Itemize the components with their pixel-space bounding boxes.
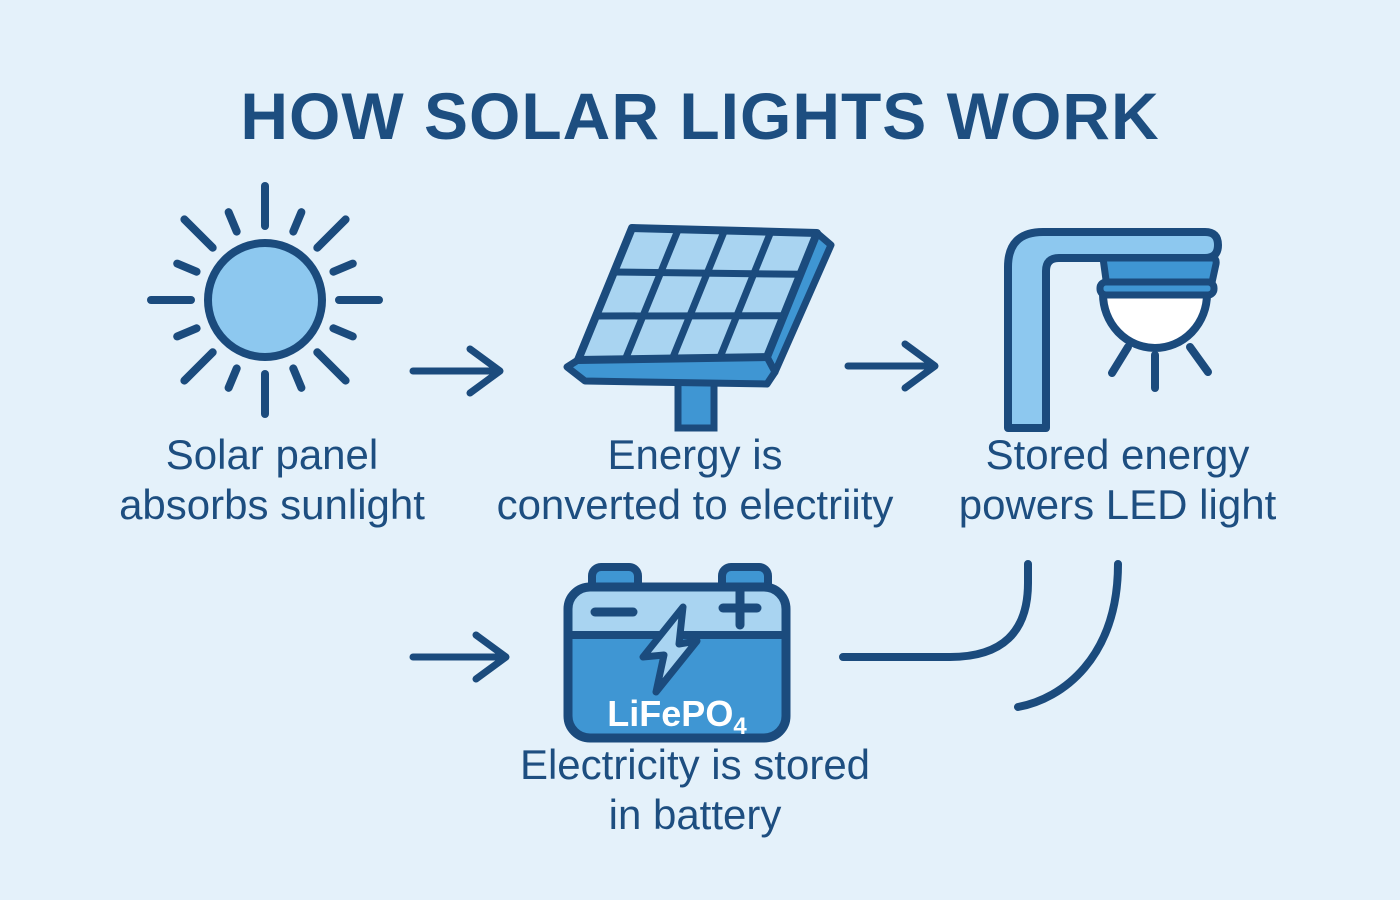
battery-label-text: LiFePO — [607, 693, 734, 734]
lamp-rim — [1096, 278, 1218, 299]
caption-line: absorbs sunlight — [119, 481, 425, 528]
battery-icon: LiFePO4 — [555, 550, 805, 760]
caption-line: Solar panel — [165, 431, 379, 478]
arrow-right-icon — [409, 345, 504, 397]
arrow-right-icon — [844, 340, 939, 392]
solar-panel-icon — [563, 224, 835, 432]
caption-line: converted to electriity — [496, 481, 894, 528]
battery-outline — [563, 582, 791, 743]
caption-line: in battery — [608, 791, 782, 838]
caption-energy-converted: Energy is converted to electriity — [470, 430, 920, 530]
wire-right — [1014, 560, 1122, 711]
caption-stored-energy: Stored energy powers LED light — [895, 430, 1340, 530]
sun-icon — [147, 182, 383, 418]
light-rays — [1108, 343, 1212, 392]
street-light-icon — [1004, 228, 1222, 432]
battery-lower-section — [568, 635, 786, 738]
battery-shape — [563, 563, 791, 743]
lamp-pole-arm — [1004, 228, 1222, 432]
connector-wires — [839, 560, 1122, 711]
caption-line: Electricity is stored — [519, 741, 871, 788]
battery-label-subscript: 4 — [733, 713, 747, 740]
lightning-bolt-icon — [639, 603, 701, 696]
battery-chemistry-label: LiFePO4 — [568, 694, 786, 747]
caption-electricity-stored: Electricity is stored in battery — [470, 740, 920, 840]
caption-line: Energy is — [607, 431, 783, 478]
caption-line: powers LED light — [958, 481, 1277, 528]
sun-rays — [147, 182, 383, 418]
sun-circle — [204, 239, 326, 361]
lamp-bulb — [1099, 290, 1211, 352]
arrow-right-icon — [409, 631, 510, 683]
caption-line: Stored energy — [985, 431, 1250, 478]
wire-left — [839, 560, 1032, 661]
plus-symbol — [718, 586, 762, 630]
panel-grid — [595, 227, 801, 361]
caption-solar-panel: Solar panel absorbs sunlight — [72, 430, 472, 530]
page-title: HOW SOLAR LIGHTS WORK — [240, 79, 1160, 153]
